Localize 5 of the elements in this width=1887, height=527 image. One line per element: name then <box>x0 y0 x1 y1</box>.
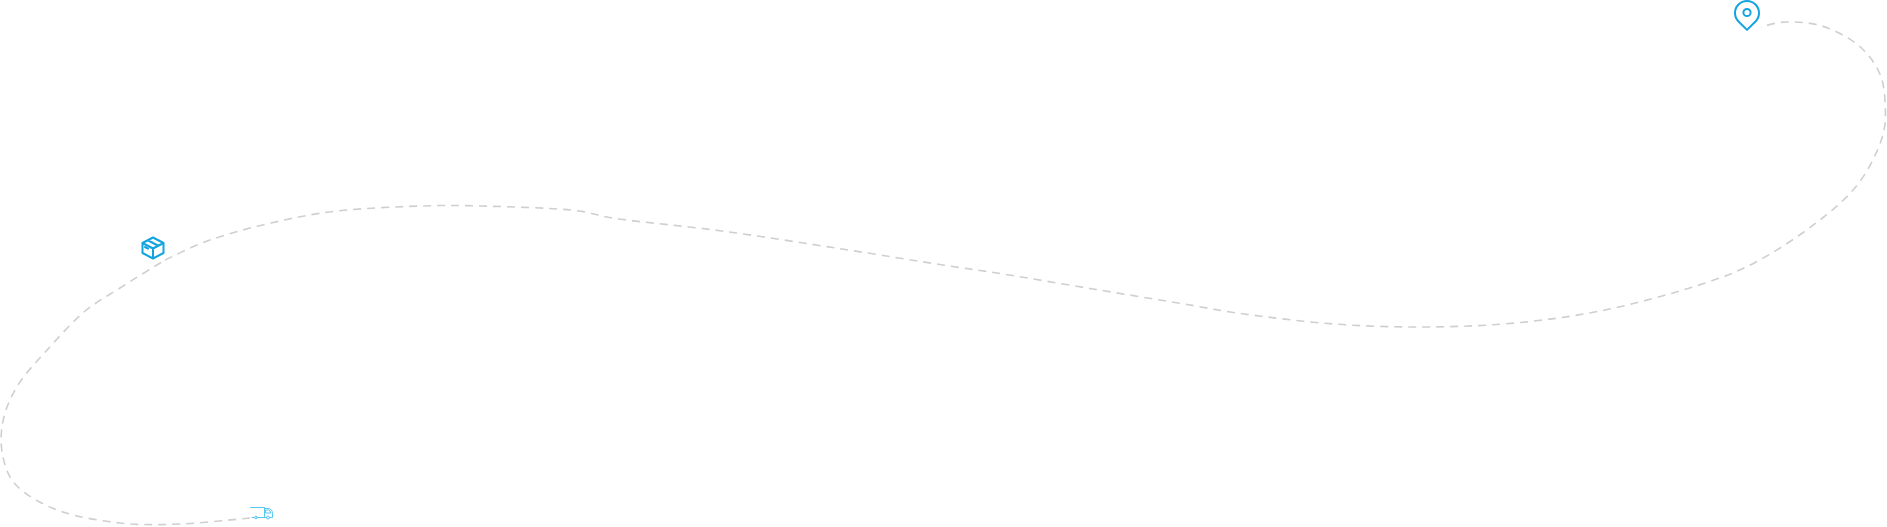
dashed-route-line <box>0 259 251 526</box>
package-icon <box>141 236 165 260</box>
map-pin-icon <box>1733 0 1761 31</box>
dashed-route-line <box>164 21 1887 328</box>
truck-icon <box>250 506 274 521</box>
